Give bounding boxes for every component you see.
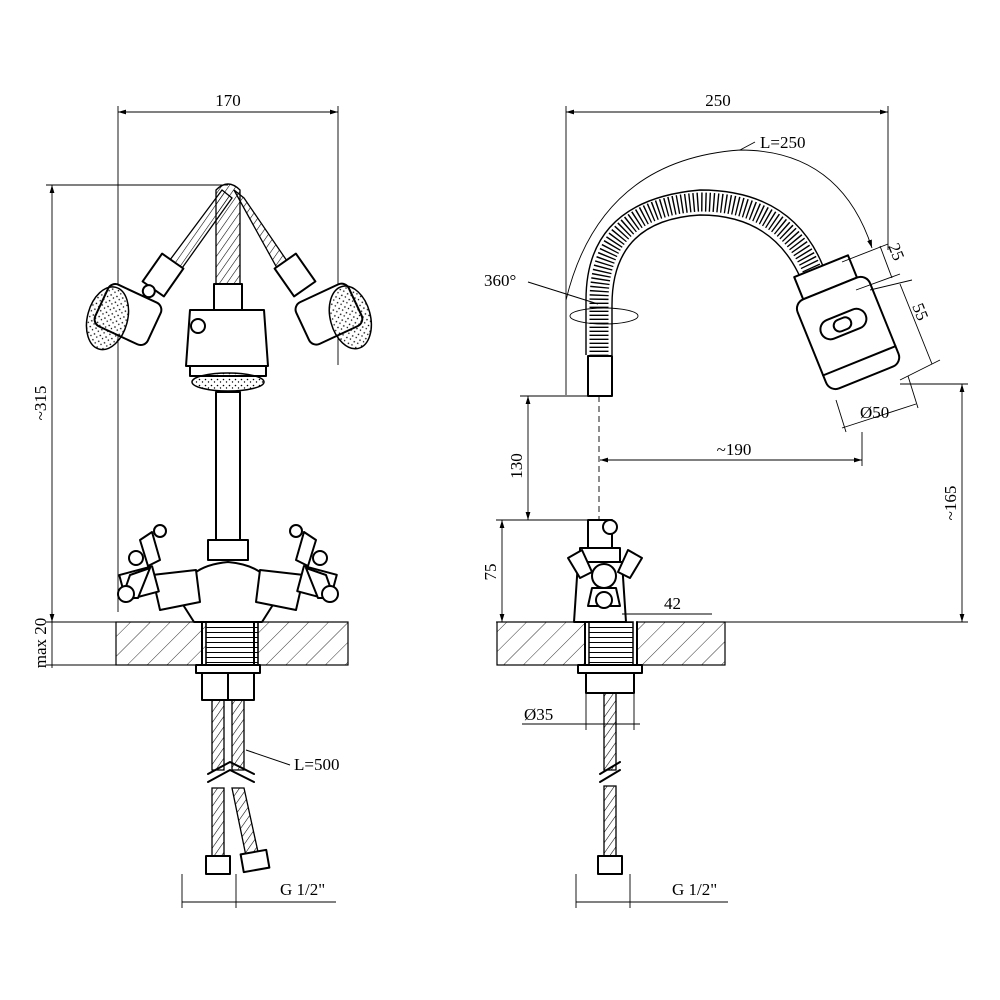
front-view: 170 ~315 max 20	[31, 91, 373, 908]
dimension-head-diameter: Ø50	[835, 375, 919, 433]
dimension-315: ~315	[31, 184, 228, 622]
dimension-reach: ~190	[600, 432, 863, 466]
dimension-spout-arc: L=250	[565, 133, 873, 301]
dim-165-label: ~165	[941, 486, 960, 521]
dimension-130: 130	[507, 395, 600, 521]
dim-base-diameter-label: Ø35	[524, 705, 553, 724]
spout-length-label: L=250	[760, 133, 805, 152]
hose-length-label: L=500	[294, 755, 339, 774]
mixer-body-side	[567, 519, 643, 623]
cross-handle-left	[117, 524, 167, 603]
dim-75-label: 75	[481, 564, 500, 581]
supply-hose-side	[597, 692, 623, 875]
mixer-body-front	[117, 524, 339, 623]
dimension-250: 250	[565, 91, 889, 395]
dimension-75: 75	[481, 519, 520, 623]
dimension-25: 25	[841, 240, 908, 291]
dimension-42: 42	[622, 594, 712, 615]
dim-55-label: 55	[908, 300, 932, 323]
countertop-section-right	[496, 621, 726, 694]
dimension-165: ~165	[640, 383, 968, 623]
countertop-section-left	[115, 621, 349, 701]
dimension-base-diameter: Ø35	[522, 693, 640, 730]
dim-head-diameter-label: Ø50	[860, 403, 889, 422]
dimension-thread-left: G 1/2"	[181, 874, 336, 908]
dimension-170: 170	[117, 91, 339, 612]
spray-head	[793, 254, 901, 391]
dim-25-label: 25	[884, 240, 908, 263]
thread-label-left: G 1/2"	[280, 880, 325, 899]
rotation-indicator: 360°	[484, 271, 639, 325]
dim-height-label: ~315	[31, 386, 50, 421]
rotation-label: 360°	[484, 271, 516, 290]
dimension-55: 55	[869, 279, 941, 381]
supply-hoses-left: L=500	[205, 699, 339, 875]
spout-center	[185, 183, 269, 543]
dimension-thread-right: G 1/2"	[575, 874, 728, 908]
dim-42-label: 42	[664, 594, 681, 613]
dim-reach-label: ~190	[717, 440, 752, 459]
side-view: 250 L=250 360°	[481, 91, 968, 908]
dimension-max-20: max 20	[31, 612, 118, 668]
dim-width-label-side: 250	[705, 91, 731, 110]
dim-width-label: 170	[215, 91, 241, 110]
cross-handle-right	[289, 524, 339, 603]
dim-max-label: max 20	[31, 618, 50, 669]
flexible-spout	[585, 189, 829, 397]
dim-130-label: 130	[507, 453, 526, 479]
spout-head-right-position	[233, 189, 373, 350]
thread-label-right: G 1/2"	[672, 880, 717, 899]
